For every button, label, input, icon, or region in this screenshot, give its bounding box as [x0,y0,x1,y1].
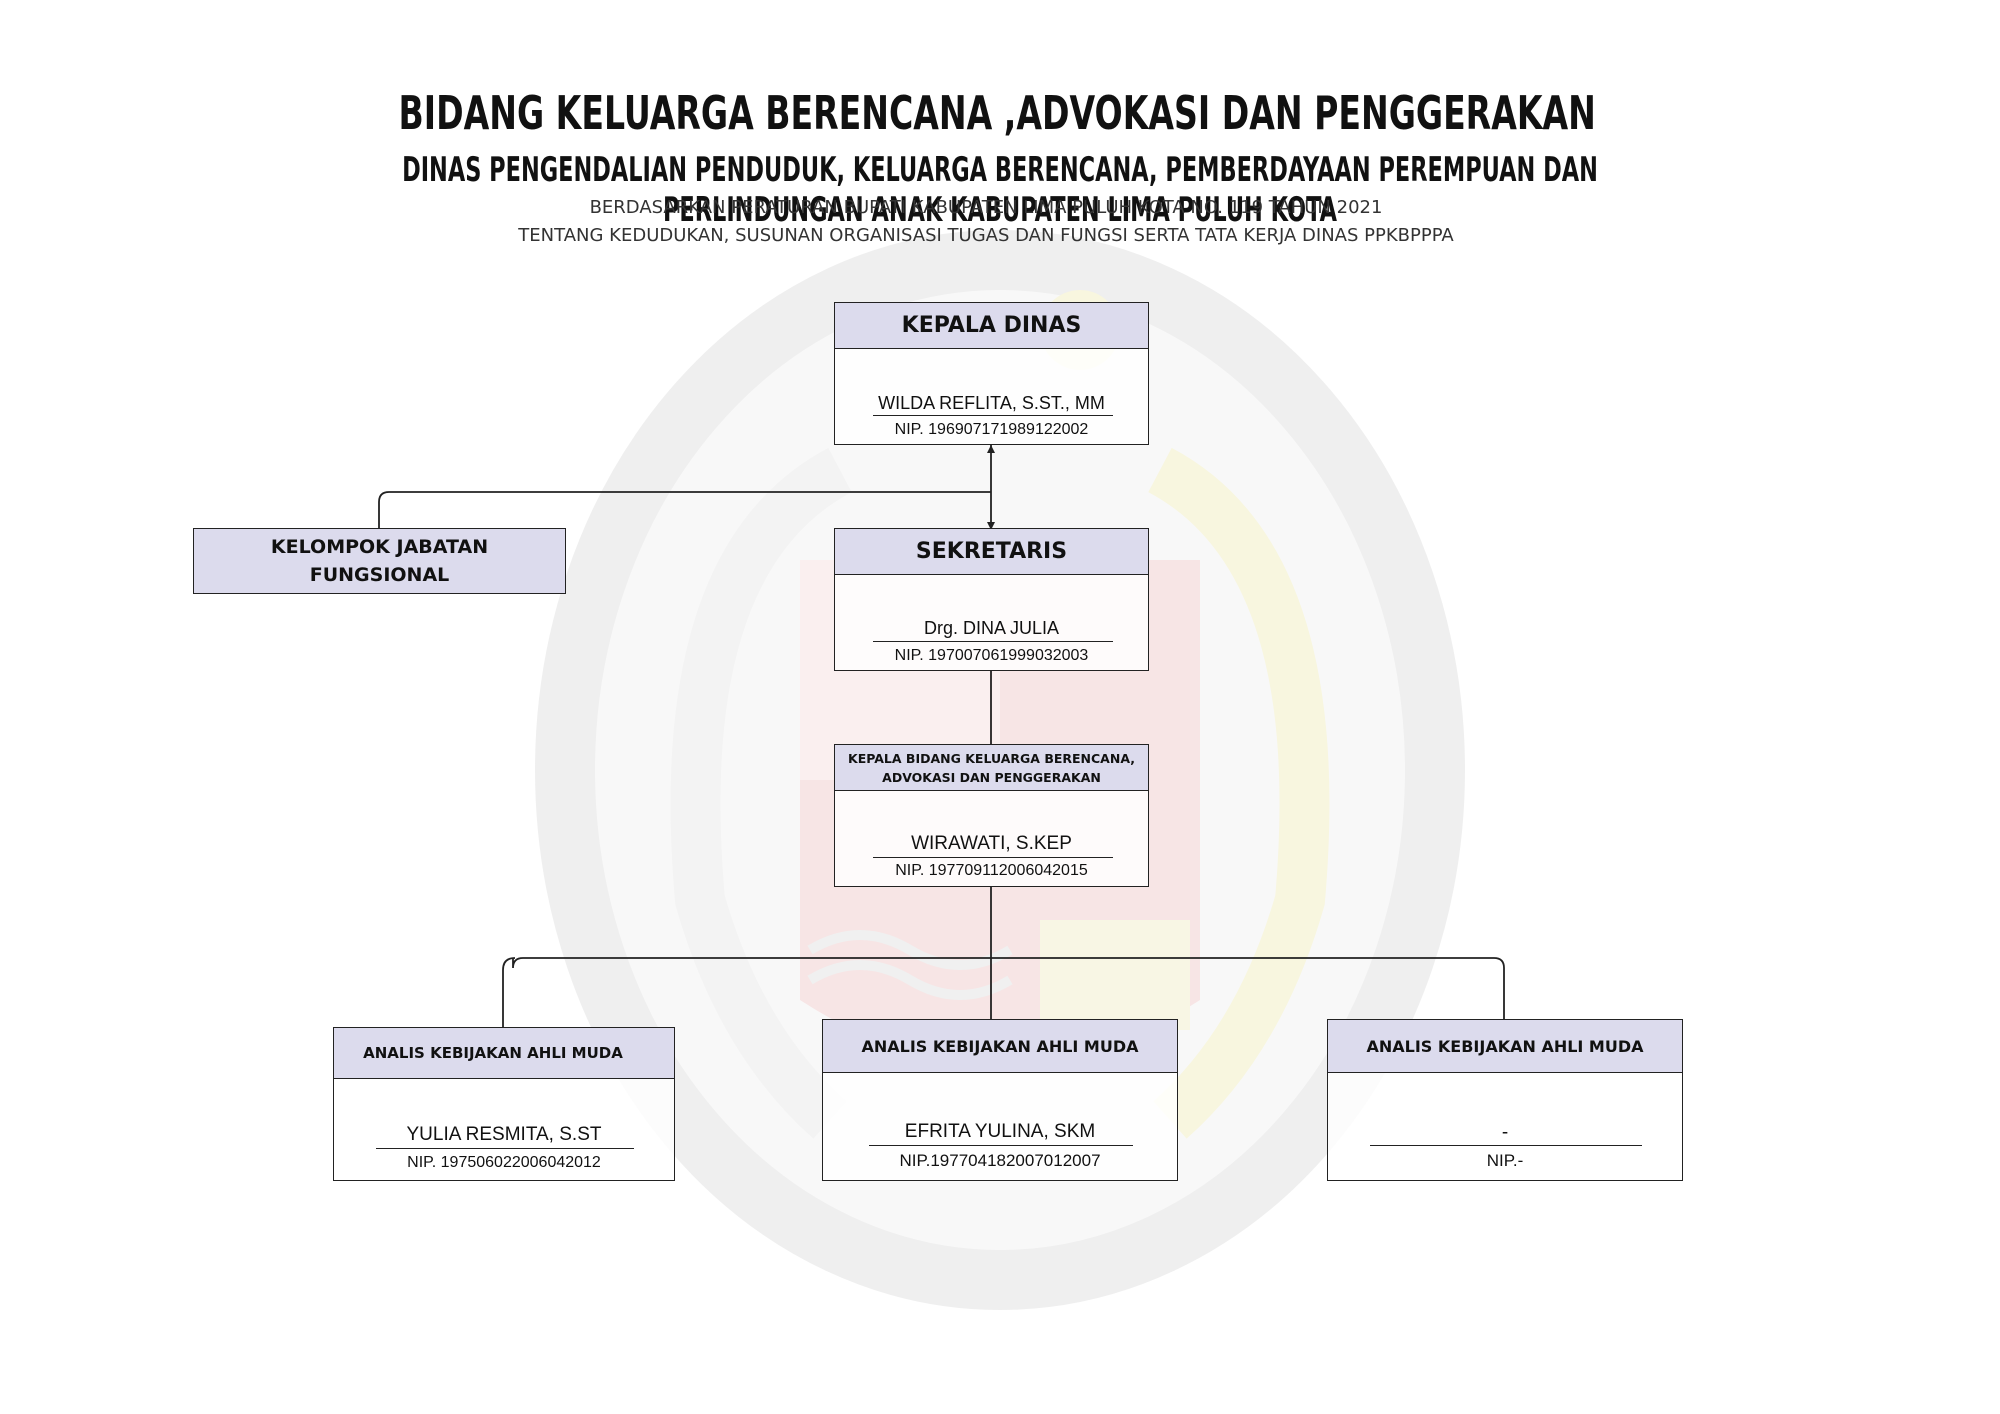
analis-3-name: - [1501,1122,1509,1143]
kepala-dinas-box: KEPALA DINAS WILDA REFLITA, S.ST., MM NI… [834,302,1149,445]
kabid-title: KEPALA BIDANG KELUARGA BERENCANA, ADVOKA… [835,745,1148,791]
analis-2-title: ANALIS KEBIJAKAN AHLI MUDA [823,1020,1177,1073]
fungsional-title-line2: FUNGSIONAL [309,564,450,586]
connector-analis-bus [512,957,1505,1022]
kabid-name: WIRAWATI, S.KEP [911,833,1072,854]
sekretaris-nip: NIP. 197007061999032003 [894,647,1089,664]
connector-left-corner [502,957,516,971]
page-title: BIDANG KELUARGA BERENCANA ,ADVOKASI DAN … [398,86,1596,140]
analis-3-title: ANALIS KEBIJAKAN AHLI MUDA [1328,1020,1682,1073]
analis-2-nip: NIP.197704182007012007 [899,1151,1101,1170]
analis-1-nip: NIP. 197506022006042012 [407,1154,601,1171]
kabid-title-line2: ADVOKASI DAN PENGGERAKAN [882,769,1101,785]
kepala-dinas-nip: NIP. 196907171989122002 [894,421,1089,438]
sekretaris-box: SEKRETARIS Drg. DINA JULIA NIP. 19700706… [834,528,1149,671]
arrow-kepala [987,445,995,453]
kepala-dinas-title: KEPALA DINAS [835,303,1148,349]
analis-2-name-underline [869,1145,1133,1146]
regulation-basis-line2: TENTANG KEDUDUKAN, SUSUNAN ORGANISASI TU… [518,225,1454,246]
analis-3-nip: NIP.- [1486,1151,1524,1170]
analis-2-name: EFRITA YULINA, SKM [904,1121,1096,1142]
kabid-title-line1: KEPALA BIDANG KELUARGA BERENCANA, [848,750,1135,766]
fungsional-title-line1: KELOMPOK JABATAN [270,536,489,558]
kepala-dinas-name: WILDA REFLITA, S.ST., MM [878,393,1105,413]
analis-box-3: ANALIS KEBIJAKAN AHLI MUDA - NIP.- [1327,1019,1683,1181]
regulation-basis-line1: BERDASARKAN PERATURAN BUPATI KABUPATEN L… [589,197,1383,218]
kabid-nip: NIP. 197709112006042015 [895,862,1088,879]
page-subtitle: DINAS PENGENDALIAN PENDUDUK, KELUARGA BE… [402,150,1598,230]
analis-box-1: ANALIS KEBIJAKAN AHLI MUDA YULIA RESMITA… [333,1027,675,1181]
analis-1-name-underline [376,1148,634,1149]
sekretaris-name-underline [873,641,1113,642]
analis-3-name-underline [1370,1145,1642,1146]
fungsional-box: KELOMPOK JABATAN FUNGSIONAL [193,528,566,594]
kepala-dinas-name-underline [873,415,1113,416]
connector-fungsional [378,491,991,530]
analis-1-name: YULIA RESMITA, S.ST [406,1124,602,1145]
fungsional-title: KELOMPOK JABATAN FUNGSIONAL [194,529,565,593]
analis-box-2: ANALIS KEBIJAKAN AHLI MUDA EFRITA YULINA… [822,1019,1178,1181]
sekretaris-title: SEKRETARIS [835,529,1148,575]
kabid-box: KEPALA BIDANG KELUARGA BERENCANA, ADVOKA… [834,744,1149,887]
analis-1-title: ANALIS KEBIJAKAN AHLI MUDA [334,1028,674,1079]
sekretaris-name: Drg. DINA JULIA [923,618,1060,638]
kabid-name-underline [873,857,1113,858]
